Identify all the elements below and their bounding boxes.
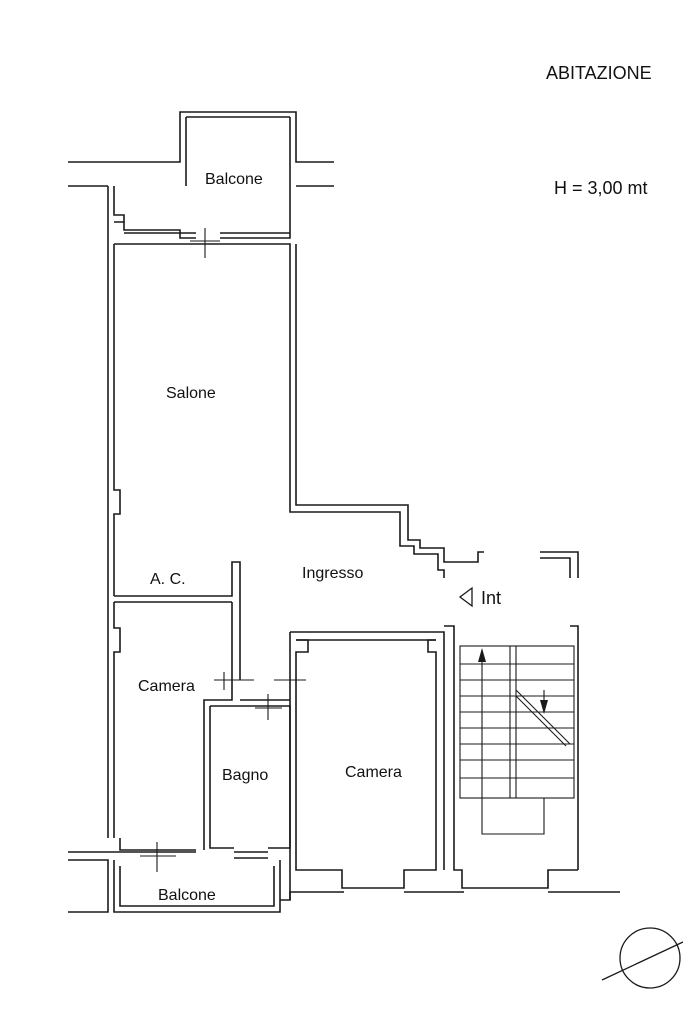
north-arrow-icon	[601, 927, 683, 989]
triangle-left-icon	[458, 586, 473, 608]
room-bagno	[209, 679, 306, 849]
height-note: H = 3,00 mt	[554, 178, 648, 198]
entrance-wall-right	[540, 551, 579, 578]
room-camera-left	[113, 602, 254, 851]
entrance-marker: Int	[458, 586, 501, 608]
room-label-balcone-bottom: Balcone	[158, 887, 216, 904]
balcony-bottom	[68, 842, 620, 913]
stair-up-arrow-icon	[478, 648, 486, 662]
room-label-ingresso: Ingresso	[302, 565, 363, 582]
room-label-bagno: Bagno	[222, 767, 268, 784]
room-label-ac: A. C.	[150, 571, 186, 588]
room-camera-right	[289, 631, 445, 900]
room-salone	[113, 243, 484, 596]
stair-down-arrow-icon	[540, 700, 548, 714]
plan-title: ABITAZIONE	[546, 63, 652, 83]
room-label-salone: Salone	[166, 385, 216, 402]
top-outer-walls	[68, 111, 334, 187]
room-label-balcone-top: Balcone	[205, 171, 263, 188]
entrance-label: Int	[481, 588, 501, 608]
balcony-top	[107, 186, 291, 838]
stair-treads	[460, 663, 574, 779]
room-ac	[114, 561, 241, 680]
room-label-camera-right: Camera	[345, 764, 402, 781]
room-label-camera-left: Camera	[138, 678, 195, 695]
staircase	[444, 625, 579, 889]
